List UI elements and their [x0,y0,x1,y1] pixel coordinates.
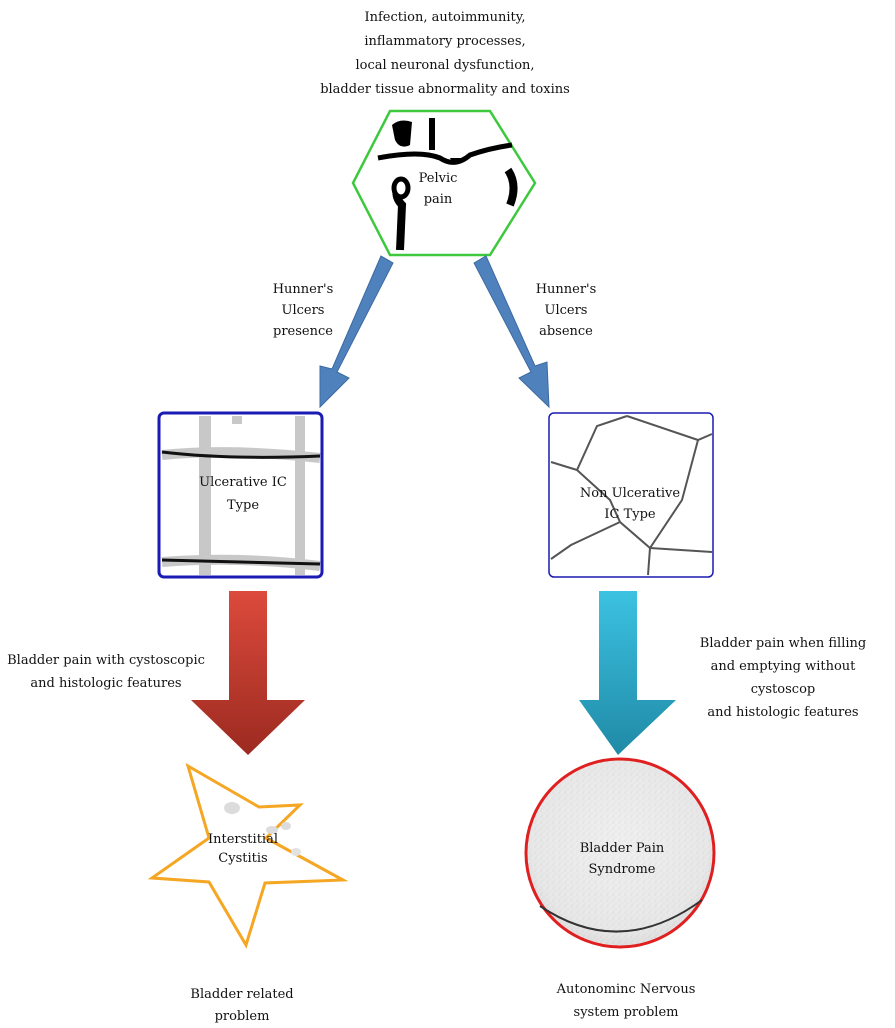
hunner-absence-label: Hunner's Ulcers absence [535,282,597,339]
pelvic-pain-hexagon [351,109,537,257]
autonomic-problem-label: Autonominc Nervous system problem [556,982,696,1020]
non-ulcerative-ic-label: Non Ulcerative IC Type [579,486,681,522]
bladder-pain-syndrome-circle [524,757,716,949]
ulcerative-ic-label: Ulcerative IC Type [199,475,287,513]
causes-text: Infection, autoimmunity, inflammatory pr… [320,10,570,97]
left-features-label: Bladder pain with cystoscopic and histol… [7,653,205,691]
arrow-hunner-presence [319,255,394,409]
ulcerative-ic-box [157,411,324,579]
pelvic-pain-label: Pelvic pain [418,171,458,207]
interstitial-cystitis-label: Interstitial Cystitis [208,832,278,866]
bladder-pain-syndrome-label: Bladder Pain Syndrome [579,841,665,877]
interstitial-cystitis-star [147,762,349,949]
right-features-label: Bladder pain when filling and emptying w… [699,636,867,720]
non-ulcerative-ic-box [548,412,714,578]
arrow-red [191,591,305,755]
bladder-related-label: Bladder related problem [190,987,294,1024]
arrow-hunner-absence [473,255,550,409]
hunner-presence-label: Hunner's Ulcers presence [272,282,334,339]
arrow-cyan [579,591,676,755]
